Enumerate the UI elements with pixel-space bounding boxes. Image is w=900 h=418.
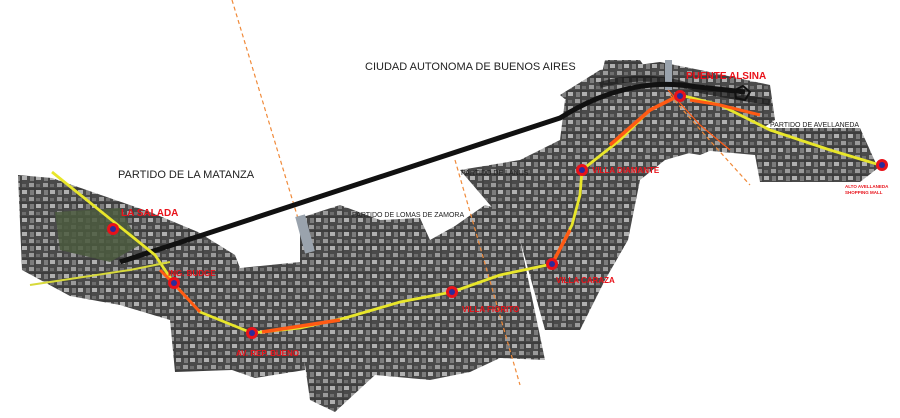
station-label-ingeniero-budge: ING. BUDGE (168, 269, 216, 278)
label-lanus: PARTIDO DE LANUS (461, 170, 529, 177)
station-label-av-rep-bueno: AV. REP. BUENO (236, 349, 299, 358)
station-label-alto-avellaneda-2: SHOPPING MALL (845, 190, 883, 195)
station-label-villa-diamante: VILLA DIAMANTE (592, 166, 660, 175)
station-label-villa-caraza: VILLA CARAZA (556, 276, 615, 285)
route-orange-segments (158, 89, 761, 334)
station-label-puente-alsina: PUENTE ALSINA (686, 71, 766, 82)
orange-segment (261, 318, 341, 334)
river (599, 75, 771, 105)
route-yellow-west (29, 261, 171, 286)
station-puente-alsina[interactable] (674, 90, 686, 102)
orange-segment (608, 93, 681, 147)
label-caba: CIUDAD AUTONOMA DE BUENOS AIRES (365, 61, 576, 73)
junction-loop (733, 84, 752, 102)
station-ingeniero-budge[interactable] (168, 277, 180, 289)
orange-segment (689, 98, 761, 117)
boundary-line-3 (669, 94, 751, 186)
station-alto-avellaneda[interactable] (876, 159, 888, 171)
orange-segment (550, 229, 572, 265)
station-villa-caraza[interactable] (546, 258, 558, 270)
station-av-rep-bueno[interactable] (246, 327, 258, 339)
stations (107, 90, 888, 339)
boundaries (231, 0, 751, 386)
bridge-marker (665, 60, 672, 90)
aerial-tile-central (300, 205, 545, 412)
station-label-villa-fiorito: VILLA FIORITO (462, 305, 519, 314)
label-lomas: PARTIDO DE LOMAS DE ZAMORA (352, 212, 464, 219)
bridge-marker (295, 214, 315, 254)
label-matanza: PARTIDO DE LA MATANZA (118, 169, 255, 181)
boundary-line-1 (231, 0, 301, 226)
aerial-tile-avellaneda (700, 108, 878, 182)
green-area (55, 208, 140, 262)
station-villa-diamante[interactable] (576, 164, 588, 176)
station-villa-fiorito[interactable] (446, 286, 458, 298)
station-label-la-salada: LA SALADA (121, 208, 178, 219)
station-la-salada[interactable] (107, 223, 119, 235)
connection-line-black (119, 81, 746, 265)
aerial-tile-west (18, 175, 305, 378)
label-avellaneda: PARTIDO DE AVELLANEDA (770, 122, 859, 129)
station-label-alto-avellaneda-1: ALTO AVELLANEDA (845, 184, 889, 189)
